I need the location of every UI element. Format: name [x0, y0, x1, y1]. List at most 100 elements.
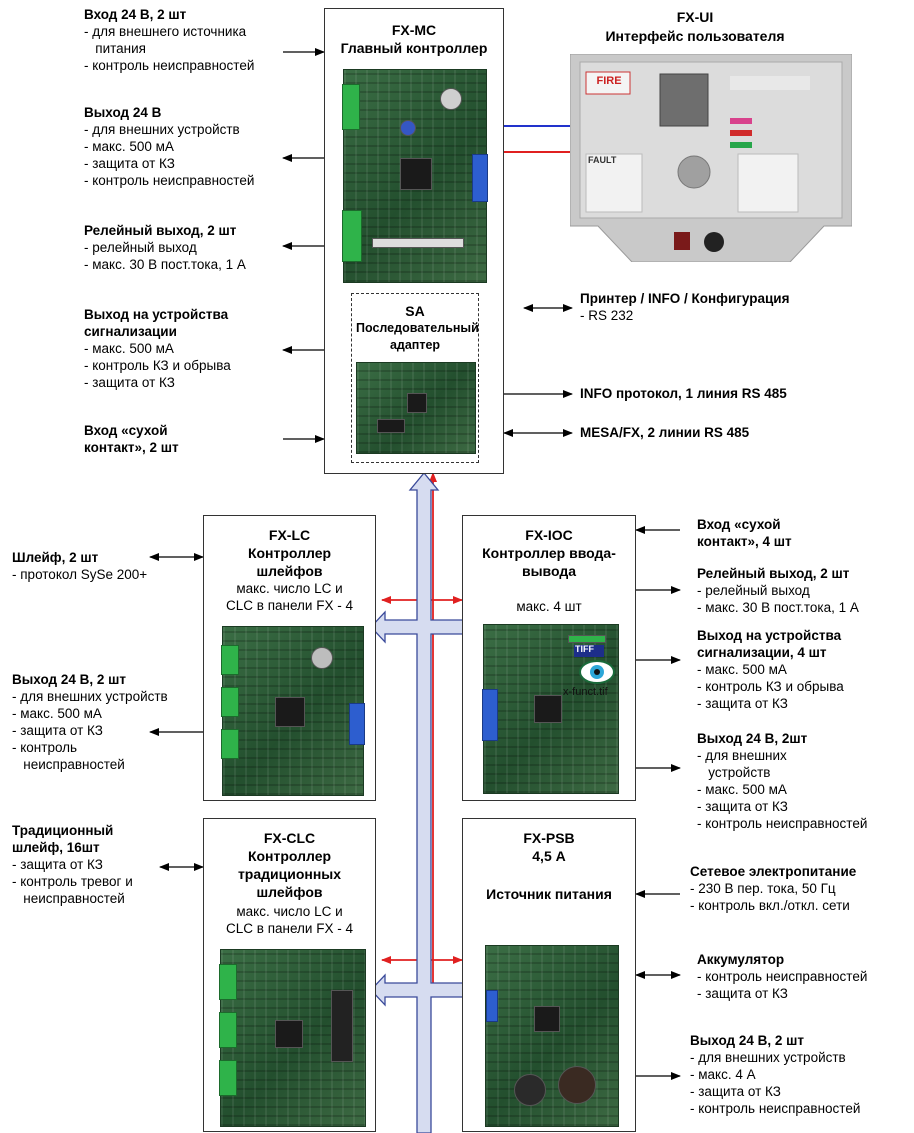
label-psb-out24: Выход 24 В, 2 шт - для внешних устройств -… — [690, 1032, 860, 1117]
label-title-line: контакт», 2 шт — [84, 440, 179, 455]
label-item: - макс. 500 мА — [12, 706, 102, 721]
label-title-line: Аккумулятор — [697, 952, 785, 967]
fx-ui-fault-label: FAULT — [588, 155, 617, 165]
fx-ui-subtitle: Интерфейс пользователя — [605, 28, 785, 44]
label-title-line: Шлейф, 2 шт — [12, 550, 99, 565]
label-item: - RS 232 — [580, 308, 634, 323]
label-item: - протокол SySe 200+ — [12, 567, 148, 582]
fx-mc-box: FX-MC Главный контроллер SA Последовател… — [324, 8, 504, 474]
label-item: - для внешних устройств — [12, 689, 168, 704]
label-item: - макс. 500 мА — [84, 341, 174, 356]
label-item: - контроль неисправностей — [690, 1101, 861, 1116]
label-lc-out24: Выход 24 В, 2 шт - для внешних устройств -… — [12, 671, 168, 773]
label-item: - для внешних устройств — [690, 1050, 846, 1065]
label-item: - защита от КЗ — [12, 857, 103, 872]
fx-mc-title: FX-MC — [391, 22, 437, 38]
label-item: - для внешнего источника — [84, 24, 247, 39]
label-item: - защита от КЗ — [84, 375, 175, 390]
label-item: - 230 В пер. тока, 50 Гц — [690, 881, 836, 896]
label-item: - контроль неисправностей — [84, 173, 255, 188]
label-title-line: Принтер / INFO / Конфигурация — [580, 291, 790, 306]
label-item: устройств — [697, 765, 771, 780]
label-item: - защита от КЗ — [12, 723, 103, 738]
label-title-line: Выход на устройства — [697, 628, 842, 643]
label-item: - контроль неисправностей — [697, 816, 868, 831]
label-sa-mesa: MESA/FX, 2 линии RS 485 — [580, 424, 749, 441]
label-item: - защита от КЗ — [697, 696, 788, 711]
label-mc-relay: Релейный выход, 2 шт- релейный выход- ма… — [84, 222, 246, 273]
tiff-filename[interactable]: x-funct.tif — [563, 686, 608, 698]
label-sa-info: INFO протокол, 1 линия RS 485 — [580, 385, 787, 402]
label-item: - макс. 30 В пост.тока, 1 А — [697, 600, 859, 615]
label-mc-out24: Выход 24 В - для внешних устройств - макс.… — [84, 104, 254, 189]
label-title-line: Выход 24 В — [84, 105, 162, 120]
label-item: - макс. 30 В пост.тока, 1 А — [84, 257, 246, 272]
label-item: - для внешних устройств — [84, 122, 240, 137]
label-ioc-signal: Выход на устройства сигнализации, 4 шт - м… — [697, 627, 844, 712]
label-mc-dry: Вход «сухой контакт», 2 шт — [84, 422, 179, 456]
label-item: - защита от КЗ — [84, 156, 175, 171]
label-title-line: Выход на устройства — [84, 307, 229, 322]
label-item: - макс. 500 мА — [84, 139, 174, 154]
label-mc-signal: Выход на устройства сигнализации - макс. 5… — [84, 306, 231, 391]
tiff-file-icon: TIFF — [573, 644, 615, 686]
label-item: - макс. 500 мА — [697, 662, 787, 677]
fx-psb-board-photo — [485, 945, 619, 1127]
label-item: - контроль неисправностей — [697, 969, 868, 984]
label-title-line: Вход «сухой — [84, 423, 168, 438]
fx-psb-subtitle: Источник питания — [486, 886, 612, 902]
label-title-line: контакт», 4 шт — [697, 534, 792, 549]
label-item: - макс. 4 А — [690, 1067, 756, 1082]
label-psb-mains: Сетевое электропитание - 230 В пер. тока,… — [690, 863, 856, 914]
label-title-line: Выход 24 В, 2 шт — [12, 672, 126, 687]
sa-subtitle: Последовательный адаптер — [356, 321, 479, 352]
label-title-line: Выход 24 В, 2 шт — [690, 1033, 804, 1048]
sa-box: SA Последовательный адаптер — [351, 293, 479, 463]
sa-board-photo — [356, 362, 476, 454]
sa-title: SA — [405, 303, 425, 319]
label-title-line: Выход 24 В, 2шт — [697, 731, 808, 746]
label-item: неисправностей — [12, 757, 125, 772]
label-title-line: MESA/FX, 2 линии RS 485 — [580, 425, 750, 440]
label-title-line: Традиционный — [12, 823, 114, 838]
label-title-line: Релейный выход, 2 шт — [697, 566, 850, 581]
fx-ioc-note: макс. 4 шт — [516, 599, 582, 614]
fx-mc-subtitle: Главный контроллер — [340, 40, 488, 56]
label-title-line: сигнализации, 4 шт — [697, 645, 827, 660]
fx-clc-board-photo — [219, 949, 366, 1127]
label-title-line: шлейф, 16шт — [12, 840, 100, 855]
label-title-line: Вход 24 В, 2 шт — [84, 7, 187, 22]
label-item: - контроль неисправностей — [84, 58, 255, 73]
fx-mc-board-photo — [342, 69, 488, 283]
label-item: - защита от КЗ — [690, 1084, 781, 1099]
label-title-line: Сетевое электропитание — [690, 864, 857, 879]
label-item: - релейный выход — [697, 583, 810, 598]
label-item: - контроль КЗ и обрыва — [697, 679, 844, 694]
label-item: - контроль вкл./откл. сети — [690, 898, 850, 913]
label-item: - контроль КЗ и обрыва — [84, 358, 231, 373]
label-ioc-out24: Выход 24 В, 2шт - для внешних устройств - … — [697, 730, 867, 832]
label-item: - контроль — [12, 740, 78, 755]
label-item: неисправностей — [12, 891, 125, 906]
label-item: - защита от КЗ — [697, 799, 788, 814]
label-title-line: сигнализации — [84, 324, 177, 339]
label-item: питания — [84, 41, 146, 56]
label-item: - защита от КЗ — [697, 986, 788, 1001]
label-title-line: INFO протокол, 1 линия RS 485 — [580, 386, 787, 401]
label-item: - релейный выход — [84, 240, 197, 255]
label-lc-loop: Шлейф, 2 шт - протокол SySe 200+ — [12, 549, 147, 583]
label-item: - для внешних — [697, 748, 787, 763]
label-item: - макс. 500 мА — [697, 782, 787, 797]
label-title-line: Вход «сухой — [697, 517, 781, 532]
